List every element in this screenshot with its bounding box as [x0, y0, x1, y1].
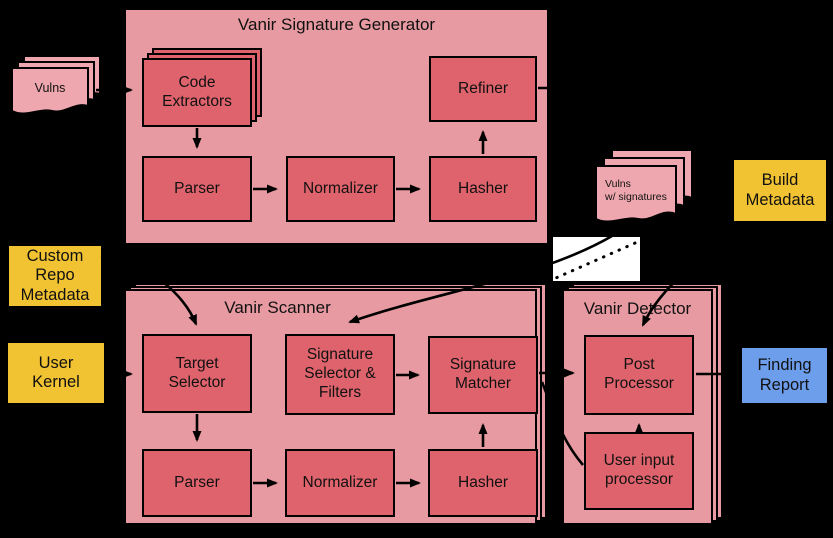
vulns-with-signatures-label: Vulns w/ signatures	[605, 178, 667, 204]
detector-title: Vanir Detector	[583, 299, 692, 318]
build-metadata-box: Build Metadata	[734, 160, 826, 221]
generator-hasher-box: Hasher	[429, 156, 537, 222]
custom-repo-metadata-box: Custom Repo Metadata	[9, 246, 101, 306]
scanner-normalizer-box: Normalizer	[285, 449, 395, 517]
signature-generator-title: Vanir Signature Generator	[237, 15, 436, 34]
scanner-hasher-box: Hasher	[428, 449, 538, 517]
generator-parser-box: Parser	[142, 156, 252, 222]
vulns-label: Vulns	[34, 81, 66, 95]
signature-matcher-box: Signature Matcher	[428, 336, 538, 414]
post-processor-box: Post Processor	[584, 335, 694, 415]
scanner-title: Vanir Scanner	[224, 298, 331, 317]
generator-normalizer-box: Normalizer	[286, 156, 395, 222]
finding-report-box: Finding Report	[742, 348, 827, 403]
refiner-box: Refiner	[429, 56, 537, 122]
scanner-parser-box: Parser	[142, 449, 252, 517]
target-selector-box: Target Selector	[142, 334, 252, 413]
dotted-connector-patch	[553, 237, 640, 281]
user-input-processor-box: User input processor	[584, 432, 694, 510]
signature-selector-box: Signature Selector & Filters	[285, 334, 395, 415]
code-extractors-box: Code Extractors	[142, 58, 252, 127]
user-kernel-box: User Kernel	[8, 343, 104, 403]
